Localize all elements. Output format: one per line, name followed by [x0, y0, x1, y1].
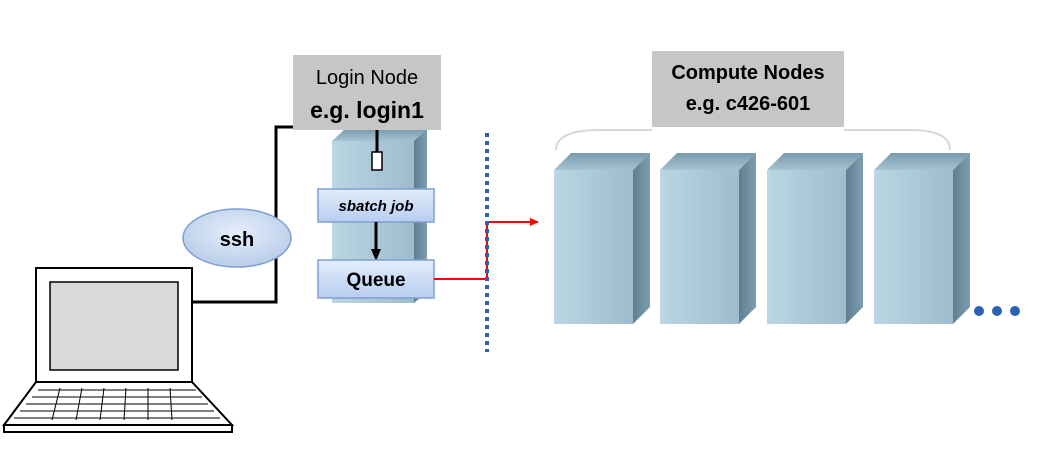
login-node-title: Login Node — [316, 67, 418, 89]
queue-dispatch-line — [434, 222, 488, 280]
ssh-oval: ssh — [182, 208, 292, 268]
compute-nodes-example: e.g. c426-601 — [686, 93, 811, 115]
login-node-label-box: Login Node e.g. login1 — [293, 55, 441, 130]
sbatch-job-box: sbatch job — [317, 188, 435, 223]
sbatch-job-label: sbatch job — [338, 198, 413, 215]
login-node-example: e.g. login1 — [310, 97, 424, 123]
queue-box: Queue — [317, 259, 435, 299]
ssh-label: ssh — [220, 229, 254, 251]
compute-node-1 — [554, 153, 650, 324]
laptop-icon — [2, 267, 235, 433]
compute-node-3 — [767, 153, 863, 324]
compute-node-2 — [660, 153, 756, 324]
more-nodes-ellipsis-icon — [974, 306, 1020, 316]
compute-nodes-title: Compute Nodes — [671, 62, 824, 84]
compute-nodes-brace — [555, 129, 951, 151]
compute-nodes-label-box: Compute Nodes e.g. c426-601 — [652, 51, 844, 127]
compute-node-4 — [874, 153, 970, 324]
queue-label: Queue — [346, 270, 405, 291]
